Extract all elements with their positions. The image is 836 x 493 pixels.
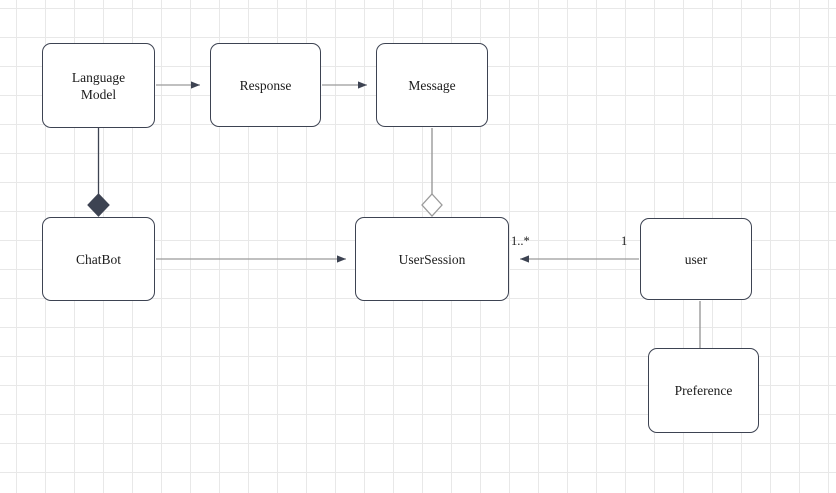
node-chatbot-label: ChatBot	[75, 251, 121, 267]
multiplicity-label-target: 1..*	[511, 234, 530, 248]
node-language-model[interactable]: Language Model	[42, 43, 155, 128]
edge-language-model-to-chatbot	[87, 128, 110, 217]
node-usersession-label: UserSession	[398, 251, 466, 267]
node-preference[interactable]: Preference	[648, 348, 759, 433]
multiplicity-label-source: 1	[621, 234, 628, 248]
node-chatbot[interactable]: ChatBot	[42, 217, 155, 301]
node-preference-label: Preference	[674, 383, 733, 398]
node-usersession[interactable]: UserSession	[355, 217, 509, 301]
edge-message-to-usersession	[421, 128, 443, 217]
filled-diamond-icon	[87, 193, 110, 217]
hollow-diamond-icon	[421, 193, 443, 217]
node-message[interactable]: Message	[376, 43, 488, 127]
node-response-label: Response	[239, 77, 292, 93]
node-user-label: user	[684, 251, 708, 267]
node-user[interactable]: user	[640, 218, 752, 300]
node-message-label: Message	[408, 77, 456, 93]
node-response[interactable]: Response	[210, 43, 321, 127]
node-language-model-label: Language Model	[71, 69, 126, 102]
